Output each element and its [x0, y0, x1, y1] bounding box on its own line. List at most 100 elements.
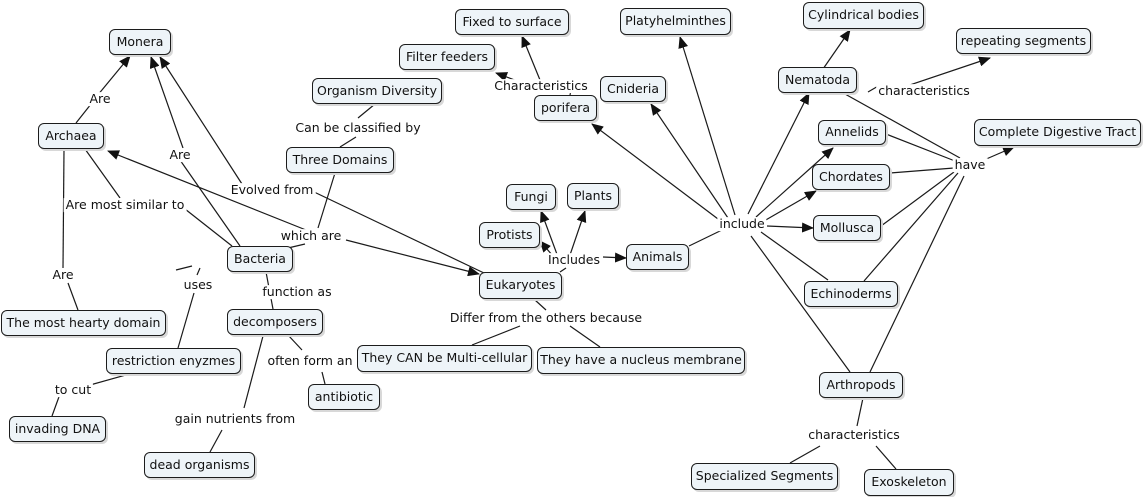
link-gain-nutrients-from: gain nutrients from [172, 411, 298, 427]
connector-line [534, 299, 547, 311]
concept-porifera[interactable]: porifera [534, 95, 597, 121]
connector-line [869, 175, 965, 373]
connector-line [184, 208, 233, 247]
concept-exoskeleton[interactable]: Exoskeleton [864, 469, 954, 496]
concept-repeating-segments[interactable]: repeating segments [956, 28, 1091, 54]
link-characteristics-arthropods: characteristics [806, 427, 902, 443]
link-can-be-classified-by: Can be classified by [293, 120, 423, 136]
link-characteristics-nematoda: characteristics [876, 83, 972, 99]
connector-line [67, 282, 79, 311]
concept-invading-dna[interactable]: invading DNA [9, 416, 106, 442]
connector-line [149, 56, 184, 149]
connector-line [345, 239, 480, 277]
concept-restriction-enzymes[interactable]: restriction enyzmes [106, 348, 241, 374]
link-are-bacteria-monera: Are [167, 147, 193, 163]
connector-line [287, 334, 303, 351]
link-uses: uses [181, 277, 215, 293]
connector-line [196, 267, 201, 276]
concept-arthropods[interactable]: Arthropods [819, 372, 903, 398]
concept-cnideria[interactable]: Cnideria [600, 76, 666, 102]
link-characteristics-porifera: Characteristics [492, 78, 590, 94]
connector-line [763, 190, 817, 222]
concept-organism-diversity[interactable]: Organism Diversity [312, 78, 442, 104]
connector-line [559, 267, 567, 273]
connector-line [177, 292, 195, 349]
concept-echinoderms[interactable]: Echinoderms [804, 281, 898, 307]
connector-line [983, 146, 1015, 161]
connector-line [521, 35, 541, 81]
connector-line [179, 159, 241, 247]
link-include: include [717, 216, 767, 232]
link-to-cut: to cut [52, 382, 94, 398]
concept-monera[interactable]: Monera [109, 29, 171, 55]
link-which-are: which are [278, 228, 344, 244]
concept-eukaryotes[interactable]: Eukaryotes [479, 272, 562, 299]
connector-line [175, 265, 193, 271]
link-differ-from-others: Differ from the others because [447, 310, 645, 326]
connector-line [875, 445, 897, 470]
concept-protists[interactable]: Protists [479, 222, 540, 248]
concept-specialized-segments[interactable]: Specialized Segments [691, 463, 838, 490]
connector-line [880, 171, 955, 227]
link-includes: Includes [545, 252, 603, 268]
connector-line [889, 167, 955, 174]
link-have: have [952, 157, 988, 173]
concept-decomposers[interactable]: decomposers [227, 309, 323, 335]
connector-line [209, 429, 223, 453]
concept-annelids[interactable]: Annelids [818, 120, 886, 145]
concept-mollusca[interactable]: Mollusca [813, 215, 881, 241]
connector-line [844, 93, 961, 159]
link-function-as: function as [260, 284, 334, 300]
connector-line [591, 123, 723, 223]
connector-line [321, 371, 326, 385]
connector-line [107, 150, 307, 231]
link-are-most-hearty: Are [50, 267, 76, 283]
connector-line [96, 55, 131, 97]
connector-line [357, 103, 376, 119]
concept-fixed-to-surface[interactable]: Fixed to surface [455, 9, 569, 35]
connector-line [317, 172, 336, 229]
concept-chordates[interactable]: Chordates [812, 164, 890, 190]
link-are-most-similar-to: Are most similar to [63, 197, 187, 213]
concept-antibiotic[interactable]: antibiotic [308, 384, 380, 410]
connector-line [750, 235, 851, 373]
concept-cylindrical-bodies[interactable]: Cylindrical bodies [803, 2, 924, 29]
connector-line [540, 210, 559, 258]
connector-line [62, 148, 65, 269]
concept-archaea[interactable]: Archaea [38, 123, 104, 149]
connector-line [569, 325, 601, 348]
concept-multi-cellular[interactable]: They CAN be Multi-cellular [357, 345, 532, 372]
concept-dead-organisms[interactable]: dead organisms [144, 452, 255, 478]
connector-line [471, 325, 521, 346]
concept-fungi[interactable]: Fungi [506, 184, 556, 210]
connector-line [89, 372, 134, 386]
concept-three-domains[interactable]: Three Domains [286, 147, 394, 173]
concept-platyhelminthes[interactable]: Platyhelminthes [620, 8, 731, 35]
concept-nematoda[interactable]: Nematoda [778, 67, 857, 93]
connector-line [766, 222, 814, 233]
connector-line [602, 252, 627, 263]
concept-most-hearty-domain[interactable]: The most hearty domain [1, 310, 166, 336]
connector-line [822, 29, 851, 70]
concept-plants[interactable]: Plants [567, 183, 619, 209]
connector-line [755, 147, 834, 218]
concept-nucleus-membrane[interactable]: They have a nucleus membrane [537, 347, 745, 374]
connector-line [51, 393, 61, 417]
connector-line [885, 133, 956, 162]
concept-complete-digestive-tract[interactable]: Complete Digestive Tract [974, 119, 1141, 146]
connector-line [688, 229, 723, 247]
connector-line [159, 56, 243, 185]
connector-line [789, 445, 821, 464]
concept-bacteria[interactable]: Bacteria [227, 246, 293, 272]
connector-line [863, 172, 959, 282]
concept-filter-feeders[interactable]: Filter feeders [399, 44, 495, 70]
link-often-form-an: often form an [265, 353, 355, 369]
connector-line [84, 148, 121, 199]
connector-line [856, 397, 864, 427]
link-evolved-from: Evolved from [228, 182, 316, 198]
connector-line [311, 190, 485, 274]
connector-line [747, 92, 810, 215]
concept-animals[interactable]: Animals [626, 244, 689, 270]
connector-line [650, 103, 729, 219]
